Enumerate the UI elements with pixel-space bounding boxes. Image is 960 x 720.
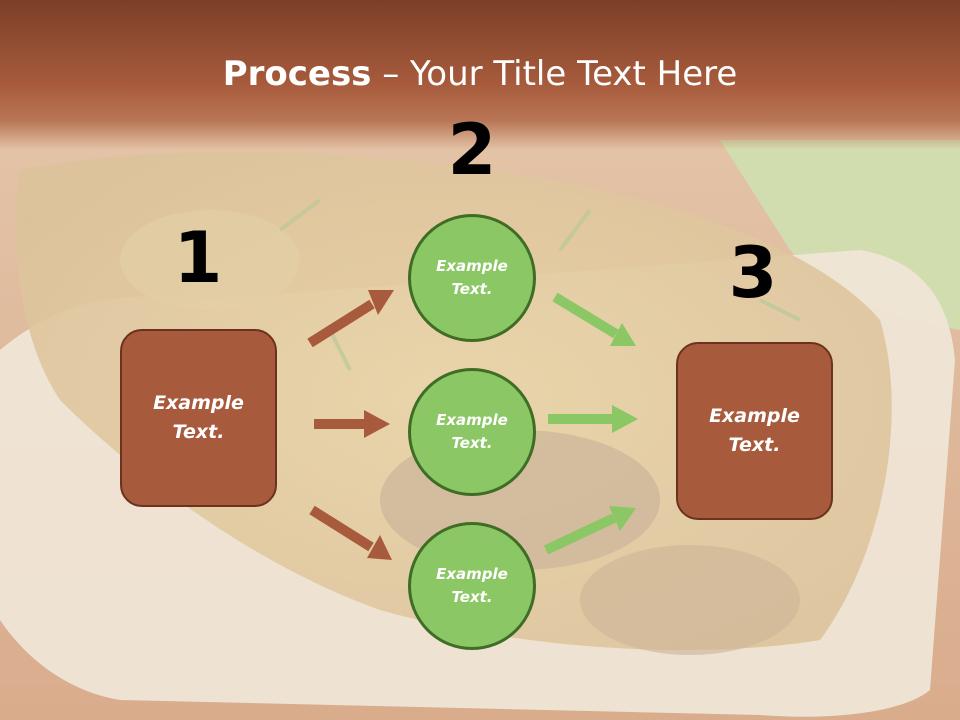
title-rest: – Your Title Text Here <box>371 54 738 94</box>
arrow-to-bottom <box>309 505 392 560</box>
circle-top-line2: Text. <box>451 280 493 298</box>
circle-bottom-line1: Example <box>436 565 508 583</box>
circle-top-line1: Example <box>436 257 508 275</box>
step-number-1: 1 <box>173 217 223 299</box>
title-bold: Process <box>222 54 372 94</box>
step-number-3: 3 <box>728 232 778 314</box>
title-bar <box>0 0 960 150</box>
arrow-from-bottom <box>543 506 636 555</box>
arrow-to-middle <box>314 410 390 438</box>
step-2-circle-middle: Example Text. <box>408 368 536 496</box>
step-1-line1: Example <box>153 392 244 414</box>
step-1-box: Example Text. <box>120 329 277 507</box>
step-2-circle-top: Example Text. <box>408 214 536 342</box>
circle-middle-line2: Text. <box>451 434 493 452</box>
arrow-to-top <box>307 290 394 348</box>
circle-middle-line1: Example <box>436 411 508 429</box>
step-2-circle-bottom: Example Text. <box>408 522 536 650</box>
arrow-from-middle <box>548 405 638 433</box>
step-3-line1: Example <box>709 405 800 427</box>
step-3-line2: Text. <box>728 434 781 456</box>
arrow-from-top <box>552 292 636 346</box>
step-3-box: Example Text. <box>676 342 833 520</box>
step-1-line2: Text. <box>172 421 225 443</box>
slide-title: Process – Your Title Text Here <box>0 52 960 96</box>
circle-bottom-line2: Text. <box>451 588 493 606</box>
step-number-2: 2 <box>447 109 497 191</box>
